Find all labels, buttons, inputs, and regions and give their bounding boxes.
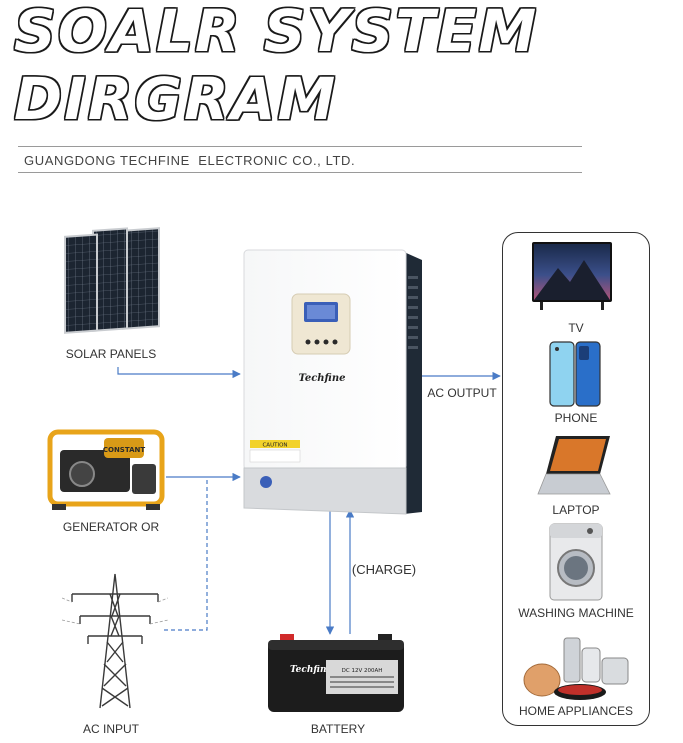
charge-label: (CHARGE) [351,562,417,577]
transmission-tower-icon [62,573,168,709]
inverter-brand: Techfine [299,373,346,384]
ac-output-label: AC OUTPUT [427,386,497,400]
tv-icon [532,242,612,310]
bottom-divider [18,172,582,173]
battery-spec: DC 12V 200AH [342,668,383,674]
solar-panels-label: SOLAR PANELS [65,347,157,361]
ac-input-label: AC INPUT [82,722,140,736]
solar-to-inverter-wire [117,367,241,379]
laptop-icon [537,436,611,495]
generator-brand: CONSTANT [103,446,145,454]
battery-brand: Techfine [290,665,333,675]
home-appliances-icon [523,637,629,700]
device-label-washing-machine: WASHING MACHINE [518,606,634,620]
diagram-title-line-1: SOALR SYSTEM [14,0,539,65]
phone-icon [549,341,601,407]
top-divider [18,146,582,147]
ac-loads-panel [502,232,650,726]
battery-label: BATTERY [310,722,366,736]
generator-icon: CONSTANT [47,429,165,510]
device-label-tv: TV [568,321,584,335]
device-label-phone: PHONE [554,411,598,425]
solar-panels-icon [64,227,160,334]
washing-machine-icon [549,523,603,601]
device-label-home-appliances: HOME APPLIANCES [518,704,634,718]
generator-label: GENERATOR OR [62,520,160,534]
company-name: GUANGDONG TECHFINE ELECTRONIC CO., LTD. [24,153,356,168]
inverter-caution: CAUTION [262,443,287,449]
acinput-to-inverter-wire [164,477,208,631]
diagram-title-line-2: DIRGRAM [14,65,338,133]
inverter-unit: Techfine CAUTION [243,249,422,515]
device-label-laptop: LAPTOP [552,503,600,517]
battery-icon: Techfine DC 12V 200AH [268,634,404,712]
